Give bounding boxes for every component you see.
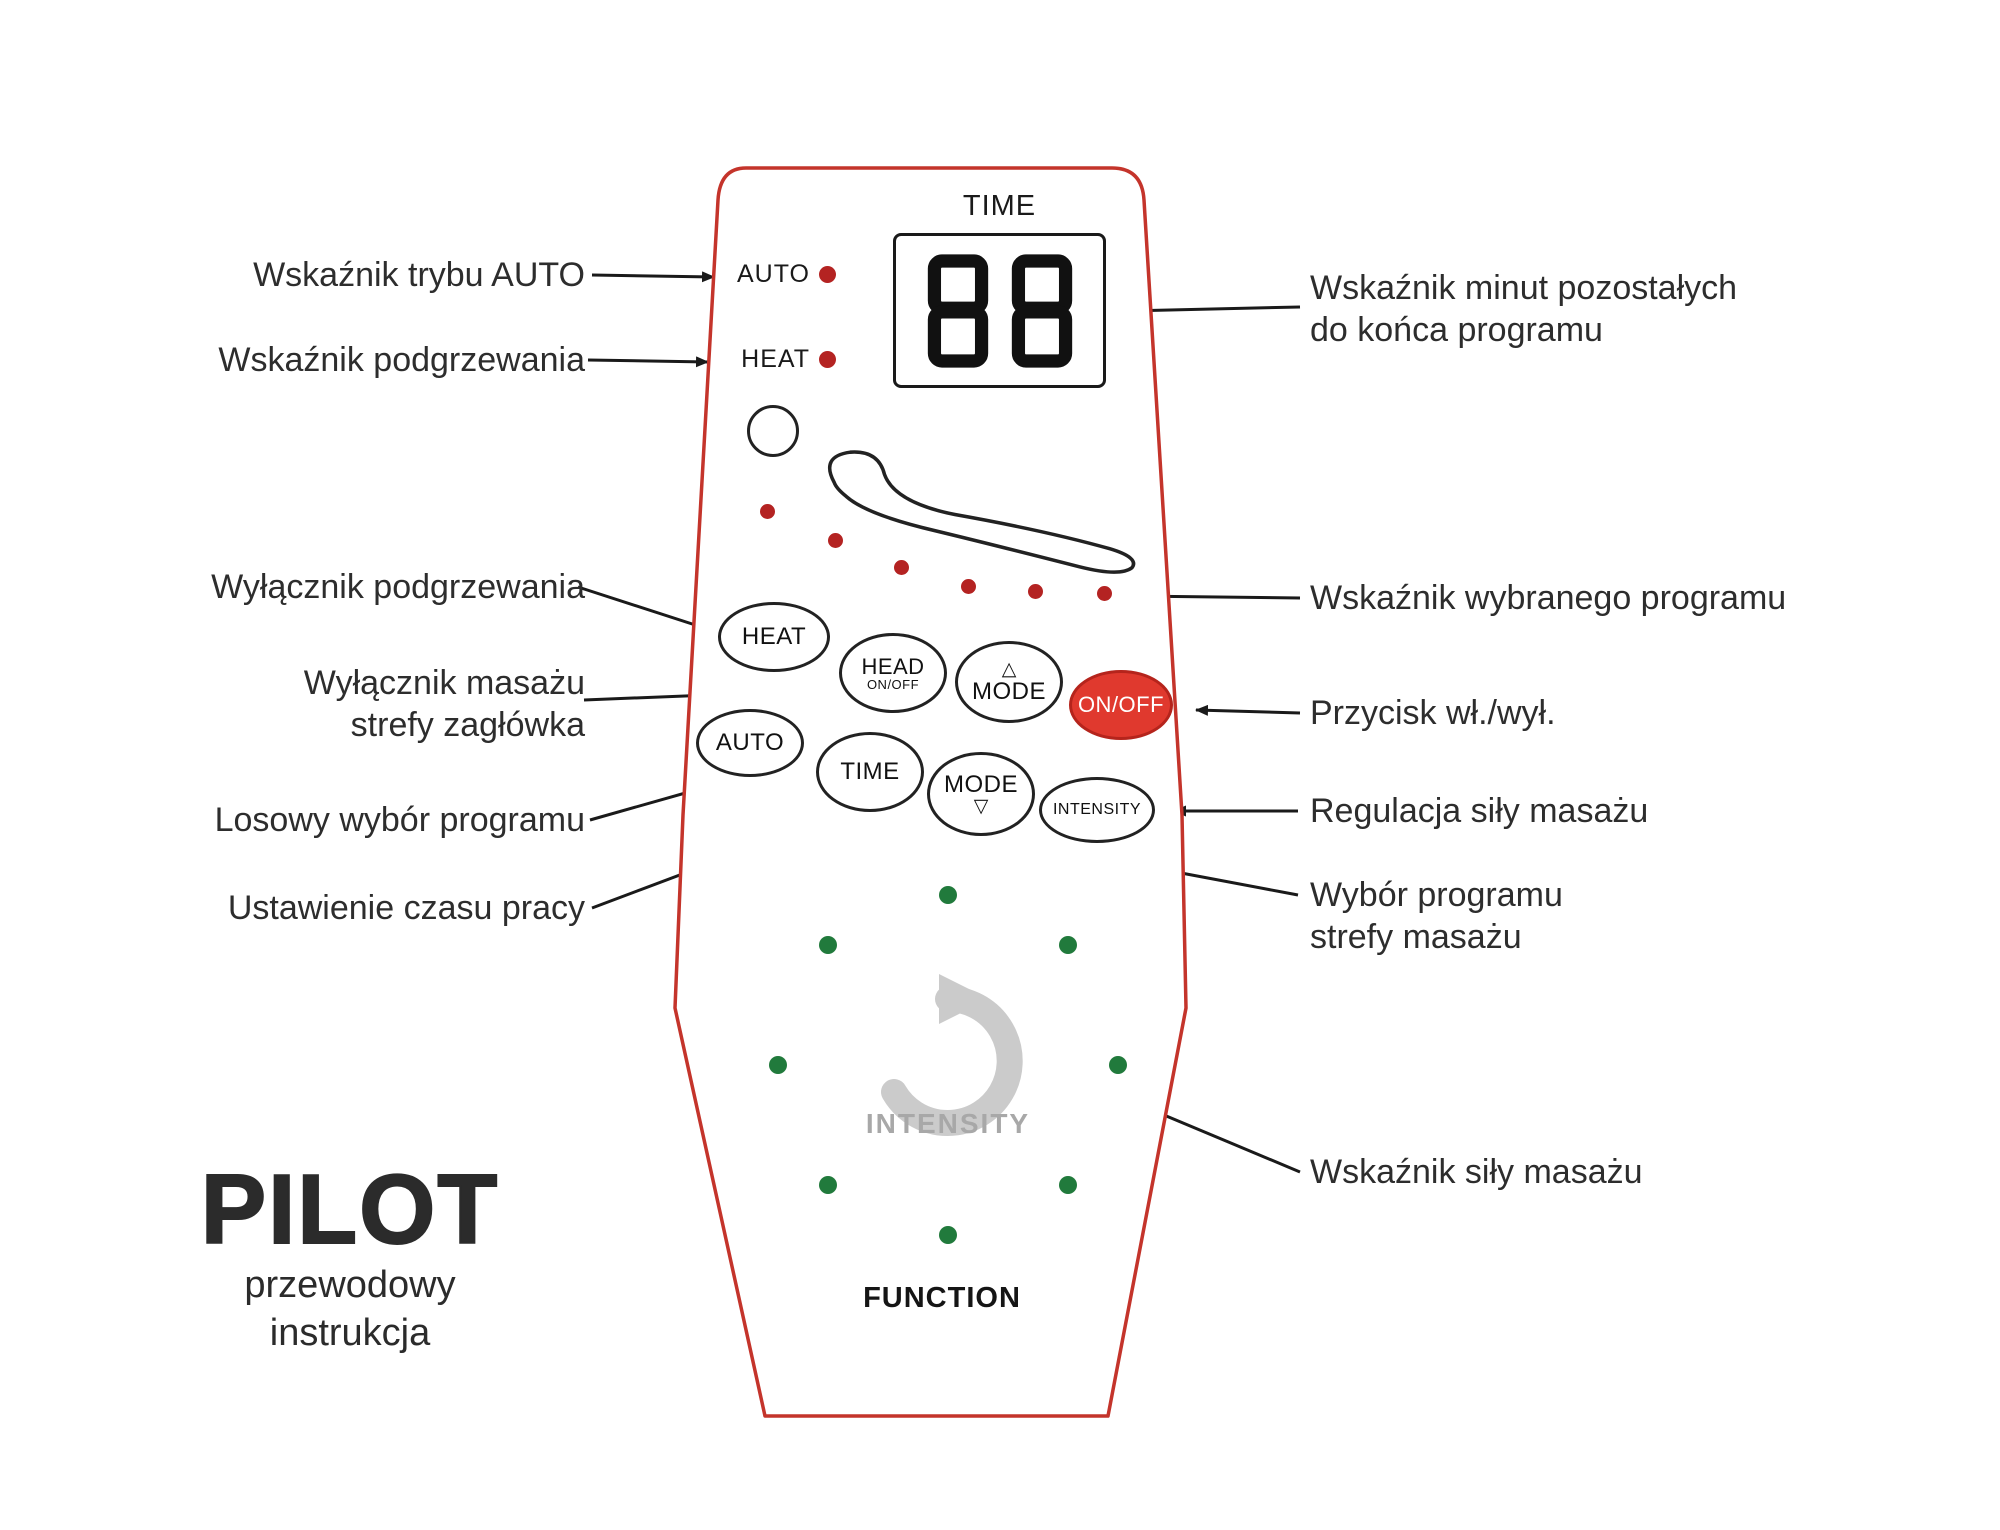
label-time-setting: Ustawienie czasu pracy [227, 889, 585, 927]
massage-roller-icon [828, 450, 1136, 574]
program-indicator-dot [828, 533, 843, 548]
auto-indicator: AUTO [670, 259, 836, 289]
heat-indicator-label: HEAT [741, 344, 810, 373]
page-title: PILOT [200, 1154, 500, 1264]
triangle-up-icon: △ [1001, 658, 1017, 680]
label-power-button: Przycisk wł./wył. [1310, 694, 1556, 732]
intensity-indicator-dot [1059, 936, 1077, 954]
power-button[interactable]: ON/OFF [1069, 670, 1173, 740]
program-indicator-dot [1028, 584, 1043, 599]
label-random-program: Losowy wybór programu [214, 801, 585, 839]
arrow-heat-indicator [587, 356, 709, 368]
label-selected-program-indicator: Wskaźnik wybranego programu [1310, 579, 1787, 617]
round-indicator-lamp [747, 405, 799, 457]
time-button[interactable]: TIME [816, 732, 924, 812]
mode-down-button[interactable]: MODE ▽ [927, 752, 1035, 836]
remote-body: TIME AUTO HEAT HEAT HEAD ON/OFF [650, 160, 1210, 1460]
intensity-indicator-dot [1059, 1176, 1077, 1194]
auto-indicator-label: AUTO [737, 259, 810, 288]
intensity-indicator-dot [939, 1226, 957, 1244]
program-indicator-dot [760, 504, 775, 519]
intensity-icon-label: INTENSITY [865, 1108, 1031, 1139]
auto-indicator-dot-icon [819, 265, 836, 283]
intensity-indicator-dot [939, 886, 957, 904]
label-intensity-adjustment: Regulacja siły masażu [1310, 792, 1649, 830]
time-display [893, 233, 1106, 388]
function-label: FUNCTION [863, 1282, 1021, 1314]
label-auto-mode-indicator: Wskaźnik trybu AUTO [253, 256, 585, 294]
intensity-indicator-dot [819, 1176, 837, 1194]
title-block: PILOT przewodowy instrukcja [150, 1154, 550, 1357]
seven-segment-value [925, 252, 1075, 370]
rotate-arrow-icon [881, 974, 1023, 1136]
mode-up-button[interactable]: △ MODE [955, 641, 1063, 723]
heat-button[interactable]: HEAT [718, 602, 830, 672]
label-intensity-indicator: Wskaźnik siły masażu [1310, 1153, 1643, 1191]
program-indicator-dot [961, 579, 976, 594]
page-subtitle-2: instrukcja [269, 1311, 431, 1354]
program-indicator-dot [1097, 586, 1112, 601]
head-onoff-button[interactable]: HEAD ON/OFF [839, 633, 947, 713]
display-title: TIME [962, 190, 1037, 222]
intensity-indicator-dot [819, 936, 837, 954]
heat-indicator: HEAT [670, 344, 836, 374]
heat-indicator-dot-icon [819, 350, 836, 368]
arrow-time-display [1123, 305, 1301, 317]
triangle-down-icon: ▽ [973, 796, 989, 818]
intensity-button[interactable]: INTENSITY [1039, 777, 1155, 843]
label-heating-switch: Wyłącznik podgrzewania [211, 568, 585, 606]
arrow-auto-indicator [591, 271, 715, 283]
arrow-power-button [1195, 704, 1301, 716]
intensity-indicator-dot [769, 1056, 787, 1074]
auto-button[interactable]: AUTO [696, 709, 804, 777]
intensity-indicator-dot [1109, 1056, 1127, 1074]
program-indicator-dot [894, 560, 909, 575]
label-heating-indicator: Wskaźnik podgrzewania [218, 341, 585, 379]
page-subtitle-1: przewodowy [244, 1263, 456, 1306]
